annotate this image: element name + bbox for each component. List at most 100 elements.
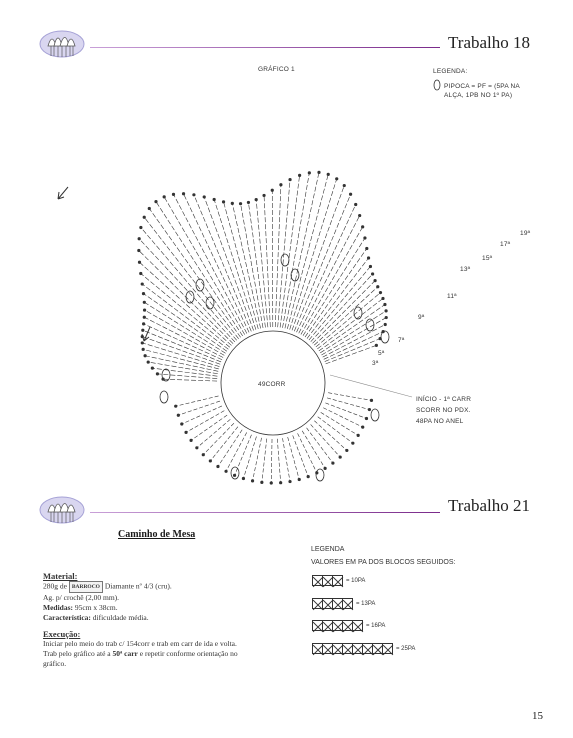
direction-arrow-icon (141, 326, 151, 342)
stitch-dot (373, 279, 377, 283)
page-title-1: Trabalho 18 (448, 33, 531, 52)
stitch-spoke (223, 201, 259, 330)
popcorn-stitch-icon (433, 78, 441, 96)
stitch-spoke (261, 438, 268, 483)
stitch-spoke (148, 361, 218, 375)
trabalho-logo-icon (38, 488, 86, 528)
stitch-spoke (294, 194, 351, 332)
stitch-spoke (152, 367, 218, 377)
legend2-row: = 25PA (312, 643, 415, 654)
stitch-spoke (301, 430, 326, 469)
stitch-spoke (318, 304, 386, 352)
legend2-title: LEGENDA (311, 546, 345, 553)
stitch-dot (174, 404, 178, 408)
popcorn-stitch (161, 368, 171, 382)
stitch-spoke (225, 432, 247, 472)
legend2-row: = 10PA (312, 575, 365, 586)
stitch-dot (366, 256, 371, 260)
stitch-spoke (181, 405, 223, 425)
stitch-dot (140, 282, 144, 286)
stitch-spoke (289, 178, 338, 330)
stitch-spoke (271, 190, 274, 328)
stitch-spoke (139, 262, 232, 346)
stitch-spoke (157, 373, 218, 379)
legend2-value: = 10PA (346, 577, 366, 584)
stitch-spoke (315, 292, 381, 348)
stitch-spoke (155, 201, 243, 337)
block-cell (332, 575, 343, 586)
stitch-dot (368, 264, 373, 269)
stitch-dot (147, 206, 151, 211)
popcorn-stitch (365, 318, 375, 332)
stitch-spoke (306, 257, 369, 339)
stitch-dot (212, 197, 216, 202)
material-block: Material: 280g de BARROCO Diamante nº 4/… (43, 571, 283, 669)
stitch-dot (288, 479, 292, 484)
stitch-spoke (324, 338, 381, 362)
stitch-spoke (183, 193, 250, 333)
center-ring (220, 330, 326, 436)
stitch-spoke (145, 355, 219, 372)
stitch-spoke (312, 280, 376, 344)
popcorn-stitch (205, 296, 215, 310)
stitch-dot (221, 200, 226, 204)
popcorn-stitch (290, 268, 300, 282)
medidas-value: 95cm x 38cm. (74, 603, 118, 612)
stitch-dot (143, 354, 147, 358)
stitch-dot (361, 425, 365, 429)
material-line-1: 280g de BARROCO Diamante nº 4/3 (cru). (43, 581, 283, 593)
stitch-spoke (328, 392, 372, 401)
stitch-spoke (310, 273, 373, 342)
popcorn-stitch (230, 466, 240, 480)
stitch-spoke (291, 185, 345, 331)
stitch-dot (354, 202, 358, 207)
stitch-dot (137, 237, 141, 241)
stitch-spoke (292, 435, 309, 477)
stitch-spoke (143, 217, 239, 339)
round-label: 9ª (418, 314, 425, 321)
stitch-spoke (296, 204, 356, 333)
stitch-spoke (178, 400, 221, 416)
stitch-dot (317, 170, 321, 174)
round-label: 15ª (482, 255, 493, 262)
round-label: 11ª (447, 293, 457, 300)
stitch-spoke (323, 331, 384, 360)
stitch-spoke (320, 412, 359, 436)
stitch-dot (201, 453, 205, 457)
stitch-dot (307, 171, 311, 175)
start-note-2: SCORR NO PDX. (416, 407, 471, 414)
stitch-dot (216, 464, 220, 469)
exec-line-1: Iniciar pelo meio do trab c/ 154corr e t… (43, 639, 237, 648)
stitch-dot (383, 302, 387, 307)
stitch-dot (140, 341, 144, 345)
popcorn-stitch (195, 278, 205, 292)
popcorn-stitch (280, 253, 290, 267)
stitch-spoke (144, 302, 226, 354)
stitch-dot (139, 271, 143, 276)
stitch-spoke (298, 215, 360, 334)
stitch-spoke (143, 293, 228, 352)
stitch-dot (230, 201, 234, 205)
stitch-spoke (234, 434, 252, 476)
stitch-spoke (252, 437, 262, 481)
stitch-spoke (210, 426, 239, 462)
stitch-spoke (322, 324, 386, 358)
stitch-dot (137, 248, 141, 253)
stitch-dot (381, 296, 385, 301)
stitch-dot (306, 475, 310, 479)
start-pointer (329, 374, 413, 398)
stitch-dot (142, 300, 146, 304)
legend2-subtitle: VALORES EM PA DOS BLOCOS SEGUIDOS: (311, 559, 456, 566)
stitch-spoke (308, 266, 371, 341)
stitch-dot (279, 481, 283, 485)
stitch-spoke (279, 175, 300, 328)
stitch-spoke (185, 410, 225, 433)
stitch-spoke (196, 419, 231, 449)
stitch-spoke (142, 342, 220, 367)
legend2-value: = 16PA (366, 622, 386, 629)
stitch-dot (351, 441, 355, 445)
stitch-dot (363, 236, 367, 240)
stitch-dot (376, 285, 380, 289)
stitch-dot (142, 215, 146, 219)
stitch-dot (171, 192, 176, 196)
